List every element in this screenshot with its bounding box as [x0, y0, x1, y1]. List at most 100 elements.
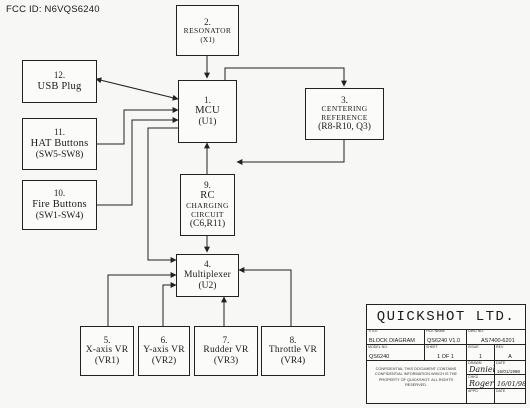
issue-value: 1 — [478, 354, 483, 360]
drawn-signature: Daniel — [469, 365, 495, 374]
sheet-label: SHEET — [426, 345, 438, 349]
y-axis-ref: (VR2) — [151, 356, 177, 367]
dwg-value: AS7400-6201 — [481, 338, 515, 344]
drawn-label: DRAWN — [468, 361, 482, 365]
rudder-number: 7. — [222, 334, 230, 345]
multiplexer-block: 4. Multiplexer (U2) — [176, 254, 239, 297]
line-hat-mcu — [97, 107, 179, 145]
title-block: QUICKSHOT LTD. TITLE BLOCK DIAGRAM FILE … — [366, 304, 526, 404]
resonator-ref: (X1) — [200, 34, 215, 44]
model-label: MODEL NO. — [368, 345, 389, 349]
hat-buttons-ref: (SW5-SW8) — [35, 149, 84, 160]
centering-ref: (R8-R10, Q3) — [318, 122, 371, 133]
confidential-note: CONFIDENTIAL THIS DOCUMENT CONTAINS CONF… — [374, 367, 458, 387]
rev-label: REV — [496, 345, 504, 349]
rc-ref: (C6,R11) — [189, 219, 226, 230]
throttle-ref: (VR4) — [280, 356, 306, 367]
dwg-cell: DWG NO. AS7400-6201 — [467, 329, 525, 345]
title-cell: TITLE BLOCK DIAGRAM — [367, 329, 425, 345]
line-throttle-mux — [238, 267, 292, 326]
rudder-vr-block: 7. Rudder VR (VR3) — [194, 326, 258, 376]
usb-plug-block: 12. USB Plug — [22, 60, 97, 103]
usb-plug-number: 12. — [53, 70, 66, 81]
note-cell — [367, 361, 467, 403]
throttle-number: 8. — [289, 334, 297, 345]
mux-number: 4. — [204, 259, 211, 270]
fire-buttons-block: 10. Fire Buttons (SW1-SW4) — [22, 180, 97, 230]
drawn-cell: DRAWN Daniel — [467, 361, 495, 375]
model-value: QS6240 — [369, 354, 390, 360]
mux-name: Multiplexer — [183, 269, 232, 280]
x-axis-number: 5. — [103, 334, 111, 345]
fire-buttons-ref: (SW1-SW4) — [35, 210, 84, 221]
mcu-number: 1. — [204, 94, 211, 105]
file-cell: FILE NAME QS6240 V1.0 — [425, 329, 467, 345]
centering-reference-block: 3. Centering Reference (R8-R10, Q3) — [305, 88, 384, 140]
resonator-block: 2. Resonator (X1) — [176, 5, 239, 56]
checked-date-cell: 16/01/98 — [495, 375, 525, 389]
rc-name-3: Circuit — [191, 209, 224, 219]
dwg-label: DWG NO. — [468, 329, 485, 333]
title-label: TITLE — [368, 329, 378, 333]
line-usb-mcu — [95, 77, 179, 101]
mcu-ref: (U1) — [198, 117, 217, 128]
model-cell: MODEL NO. QS6240 — [367, 345, 425, 361]
approved-label: APPD — [468, 389, 478, 393]
y-axis-vr-block: 6. Y-axis VR (VR2) — [138, 326, 190, 376]
line-mcu-centering — [224, 67, 347, 87]
line-xaxis-mux — [107, 272, 177, 326]
y-axis-name: Y-axis VR — [143, 345, 185, 356]
file-value: QS6240 V1.0 — [427, 338, 461, 344]
rc-name-2: Charging — [186, 201, 229, 211]
throttle-vr-block: 8. Throttle VR (VR4) — [261, 326, 325, 376]
line-centering-mcu — [236, 140, 345, 165]
x-axis-vr-block: 5. X-axis VR (VR1) — [80, 326, 134, 376]
checked-cell: CHKD Roger — [467, 375, 495, 389]
rudder-ref: (VR3) — [213, 356, 239, 367]
x-axis-ref: (VR1) — [94, 356, 120, 367]
checked-signature: Roger — [469, 379, 494, 388]
rc-number: 9. — [204, 179, 211, 190]
file-label: FILE NAME — [426, 329, 445, 333]
centering-name: Centering — [321, 104, 368, 114]
checked-date: 16/01/98 — [497, 380, 525, 388]
line-yaxis-mux — [162, 282, 177, 326]
checked-label: CHKD — [468, 375, 479, 379]
hat-buttons-name: HAT Buttons — [30, 137, 89, 149]
rev-value: A — [508, 354, 512, 360]
company-name: QUICKSHOT LTD. — [367, 305, 525, 330]
usb-plug-name: USB Plug — [37, 80, 82, 92]
rc-name: RC — [200, 190, 215, 202]
mux-ref: (U2) — [198, 280, 217, 291]
hat-buttons-number: 11. — [54, 127, 65, 138]
issue-label: ISSUE — [468, 345, 479, 349]
rudder-name: Rudder VR — [203, 345, 249, 356]
date-value: 16/01/1998 — [497, 369, 520, 374]
resonator-name: Resonator — [183, 26, 232, 36]
centering-name-2: Reference — [321, 112, 368, 122]
resonator-number: 2. — [204, 16, 211, 27]
throttle-name: Throttle VR — [268, 345, 318, 356]
date-cell: DATE 16/01/1998 — [495, 361, 525, 375]
line-mcu-mux — [147, 127, 178, 263]
issue-cell: ISSUE 1 — [467, 345, 495, 361]
hat-buttons-block: 11. HAT Buttons (SW5-SW8) — [22, 118, 97, 170]
rc-charging-block: 9. RC Charging Circuit (C6,R11) — [180, 174, 235, 236]
fcc-id: FCC ID: N6VQS6240 — [6, 4, 100, 15]
centering-number: 3. — [341, 94, 348, 105]
title-value: BLOCK DIAGRAM — [369, 338, 415, 344]
sheet-cell: SHEET 1 OF 1 — [425, 345, 467, 361]
x-axis-name: X-axis VR — [85, 345, 129, 356]
y-axis-number: 6. — [160, 334, 168, 345]
approved-cell: APPD — [467, 389, 495, 403]
sheet-value: 1 OF 1 — [437, 354, 454, 360]
rev-cell: REV A — [495, 345, 525, 361]
mcu-block: 1. MCU (U1) — [178, 80, 237, 143]
approved-date-label: DATE — [496, 389, 506, 393]
approved-date-cell: DATE — [495, 389, 525, 403]
date-label: DATE — [496, 361, 506, 365]
line-fire-mcu — [97, 117, 179, 206]
fire-buttons-name: Fire Buttons — [32, 198, 87, 210]
